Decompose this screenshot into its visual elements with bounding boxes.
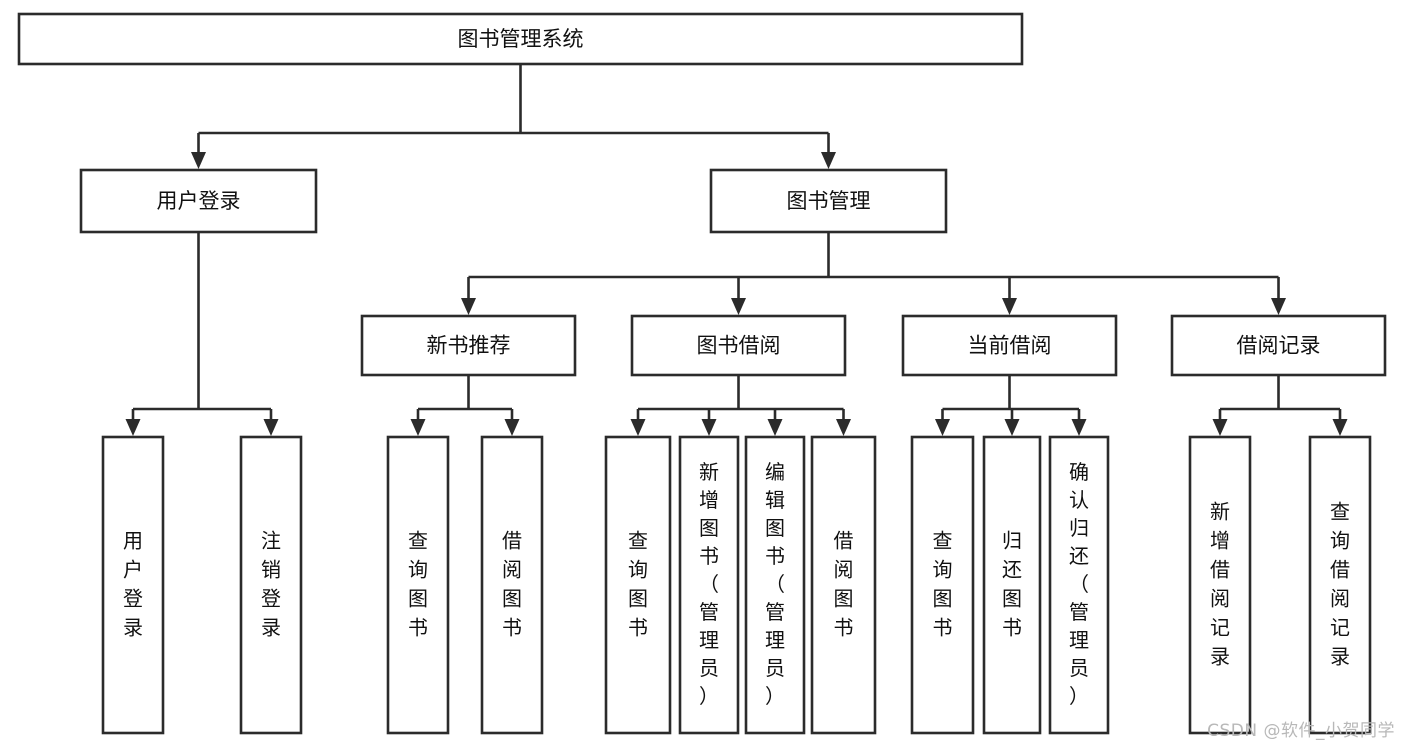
node-label: 借阅图书 xyxy=(502,528,522,639)
node-box xyxy=(744,435,806,735)
node-box xyxy=(678,435,740,735)
node-label: 图书管理系统 xyxy=(458,27,584,51)
node-label: 借阅图书 xyxy=(834,528,854,639)
edge-group-l2_new_book_rec xyxy=(410,375,520,436)
node-leaf-rec-query[interactable]: 查询图书 xyxy=(386,435,450,735)
node-box xyxy=(360,314,577,377)
node-box xyxy=(1308,435,1372,735)
node-box xyxy=(630,314,847,377)
node-box xyxy=(982,435,1042,735)
node-box xyxy=(17,12,1024,66)
node-leaf-cb-confirm[interactable]: 确认归还（管理员） xyxy=(1048,435,1110,735)
node-label: 编辑图书（管理员） xyxy=(765,460,785,708)
node-l2-current-borrow[interactable]: 当前借阅 xyxy=(901,314,1118,377)
arrow-head-icon xyxy=(263,419,279,436)
node-box xyxy=(810,435,877,735)
node-box xyxy=(709,168,948,234)
node-label: 归还图书 xyxy=(1002,528,1022,639)
edge-group-l2_book_borrow xyxy=(630,375,851,436)
node-label: 新增图书（管理员） xyxy=(699,460,719,708)
arrow-head-icon xyxy=(191,152,206,169)
arrow-head-icon xyxy=(767,419,783,436)
node-box xyxy=(1170,314,1387,377)
connector-layer xyxy=(125,64,1348,436)
arrow-head-icon xyxy=(630,419,646,436)
node-box xyxy=(239,435,303,735)
node-label: 用户登录 xyxy=(123,528,143,639)
node-leaf-br-query[interactable]: 查询借阅记录 xyxy=(1308,435,1372,735)
node-label: 当前借阅 xyxy=(968,334,1052,358)
node-box xyxy=(901,314,1118,377)
node-label: 查询图书 xyxy=(628,528,648,639)
node-label: 注销登录 xyxy=(261,528,281,639)
node-box xyxy=(79,168,318,234)
node-l2-book-borrow[interactable]: 图书借阅 xyxy=(630,314,847,377)
edge-group-l1_user_login xyxy=(125,232,279,436)
node-box xyxy=(1048,435,1110,735)
arrow-head-icon xyxy=(1071,419,1087,436)
node-box xyxy=(480,435,544,735)
node-leaf-user-login[interactable]: 用户登录 xyxy=(101,435,165,735)
node-label: 查询图书 xyxy=(933,528,953,639)
node-l1-book-manage[interactable]: 图书管理 xyxy=(709,168,948,234)
node-label: 查询借阅记录 xyxy=(1330,499,1350,668)
arrow-head-icon xyxy=(504,419,520,436)
edge-group-l2_current_borrow xyxy=(935,375,1087,436)
node-label: 查询图书 xyxy=(408,528,428,639)
arrow-head-icon xyxy=(125,419,141,436)
node-leaf-bb-query[interactable]: 查询图书 xyxy=(604,435,672,735)
node-box xyxy=(101,435,165,735)
node-leaf-bb-add[interactable]: 新增图书（管理员） xyxy=(678,435,740,735)
node-box xyxy=(386,435,450,735)
node-label: 用户登录 xyxy=(157,189,241,213)
node-l2-borrow-record[interactable]: 借阅记录 xyxy=(1170,314,1387,377)
arrow-head-icon xyxy=(701,419,717,436)
node-root[interactable]: 图书管理系统 xyxy=(17,12,1024,66)
arrow-head-icon xyxy=(410,419,426,436)
node-label: 图书管理 xyxy=(787,189,871,213)
node-leaf-cb-return[interactable]: 归还图书 xyxy=(982,435,1042,735)
node-leaf-user-logout[interactable]: 注销登录 xyxy=(239,435,303,735)
node-leaf-br-add[interactable]: 新增借阅记录 xyxy=(1188,435,1252,735)
node-box xyxy=(604,435,672,735)
node-leaf-bb-borrow[interactable]: 借阅图书 xyxy=(810,435,877,735)
edge-group-root xyxy=(191,64,836,169)
arrow-head-icon xyxy=(836,419,851,436)
node-l2-new-book-rec[interactable]: 新书推荐 xyxy=(360,314,577,377)
arrow-head-icon xyxy=(1271,298,1286,315)
node-label: 图书借阅 xyxy=(697,334,781,358)
node-label: 借阅记录 xyxy=(1237,334,1321,358)
node-leaf-bb-edit[interactable]: 编辑图书（管理员） xyxy=(744,435,806,735)
node-label: 新书推荐 xyxy=(427,334,511,358)
node-layer: 图书管理系统用户登录图书管理新书推荐图书借阅当前借阅借阅记录用户登录注销登录查询… xyxy=(17,12,1387,735)
arrow-head-icon xyxy=(821,152,836,169)
node-label: 新增借阅记录 xyxy=(1210,499,1230,668)
node-leaf-rec-borrow[interactable]: 借阅图书 xyxy=(480,435,544,735)
arrow-head-icon xyxy=(1332,419,1348,436)
arrow-head-icon xyxy=(461,298,476,315)
node-box xyxy=(910,435,975,735)
node-leaf-cb-query[interactable]: 查询图书 xyxy=(910,435,975,735)
node-l1-user-login[interactable]: 用户登录 xyxy=(79,168,318,234)
arrow-head-icon xyxy=(935,419,950,436)
edge-group-l2_borrow_record xyxy=(1212,375,1348,436)
arrow-head-icon xyxy=(1002,298,1017,315)
node-box xyxy=(1188,435,1252,735)
arrow-head-icon xyxy=(1004,419,1020,436)
edge-group-l1_book_manage xyxy=(461,232,1286,315)
arrow-head-icon xyxy=(731,298,746,315)
node-label: 确认归还（管理员） xyxy=(1069,460,1089,708)
arrow-head-icon xyxy=(1212,419,1228,436)
